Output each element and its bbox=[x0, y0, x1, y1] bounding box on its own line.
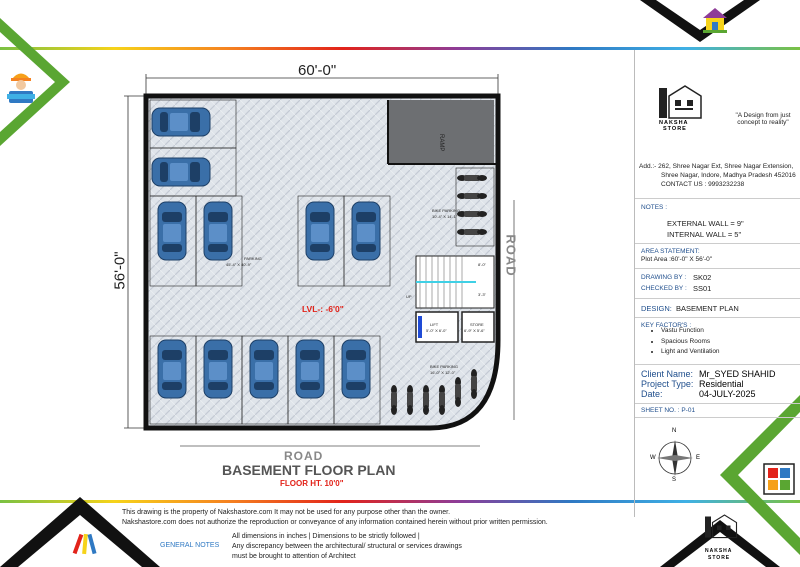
stair-dim-a: 8'-0" bbox=[478, 262, 487, 267]
drawn-by-value: SK02 bbox=[693, 273, 712, 282]
footer-brand-line1: NAKSHA bbox=[705, 548, 733, 554]
footer-property-notice: This drawing is the property of Nakshast… bbox=[122, 508, 548, 528]
address-label: Add.:- bbox=[639, 163, 657, 170]
design-tools-icon bbox=[763, 463, 795, 495]
general-note-3: must be brought to attention of Architec… bbox=[232, 553, 356, 560]
design-value: BASEMENT PLAN bbox=[676, 304, 739, 313]
footer-logo-icon bbox=[705, 514, 738, 539]
client-name-label: Client Name: bbox=[641, 369, 694, 379]
drawn-by-label: DRAWING BY : bbox=[641, 274, 687, 281]
project-type-label: Project Type: bbox=[641, 379, 694, 389]
key-factors-heading: KEY FACTOR'S : bbox=[641, 322, 692, 329]
notes-heading: NOTES : bbox=[641, 204, 668, 211]
lift-label: LIFT bbox=[430, 322, 439, 327]
top-color-rule bbox=[0, 47, 800, 50]
side-dimension: 56'-0" bbox=[111, 251, 129, 290]
top-dimension: 60'-0" bbox=[298, 62, 337, 79]
bottom-color-rule bbox=[0, 500, 800, 503]
sheet-number: SHEET NO. : P-01 bbox=[641, 407, 696, 414]
general-note-1: All dimensions in inches | Dimensions to… bbox=[232, 533, 420, 540]
bike-parking-bottom-label: BIKE PARKING bbox=[430, 364, 458, 369]
ramp-label: RAMP bbox=[438, 134, 444, 151]
lift-dim: 5'-0" X 6'-0" bbox=[426, 328, 447, 333]
bike-parking-bottom-dim: 16'-0" X 12'-0" bbox=[430, 370, 456, 375]
key-factors-list: Vastu Function Spacious Rooms Light and … bbox=[621, 326, 720, 358]
stair-up-label: UP bbox=[406, 294, 412, 299]
naksha-store-logo-icon bbox=[659, 85, 702, 119]
title-block: NAKSHA STORE "A Design from just concept… bbox=[634, 50, 800, 517]
pencils-icon bbox=[72, 533, 97, 555]
date-label: Date: bbox=[641, 389, 663, 399]
checked-by-label: CHECKED BY : bbox=[641, 285, 687, 292]
address-block: Add.:- 262, Shree Nagar Ext, Shree Nagar… bbox=[639, 162, 799, 189]
address-line2: Shree Nagar, Indore, Madhya Pradesh 4520… bbox=[661, 172, 796, 179]
compass-w: W bbox=[650, 455, 656, 461]
parking-dim: 45'-4" X 40'-9" bbox=[226, 262, 252, 267]
plan-title: BASEMENT FLOOR PLAN bbox=[222, 462, 396, 478]
area-value: Plot Area :60'-0" X 56'-0" bbox=[641, 256, 713, 263]
key-factor-item: Light and Ventilation bbox=[661, 347, 720, 358]
bike-parking-top-dim: 10'-4" X 14'-1" bbox=[432, 214, 458, 219]
north-compass-icon bbox=[657, 440, 693, 476]
client-name-value: Mr_SYED SHAHID bbox=[699, 369, 776, 379]
engineer-icon bbox=[7, 73, 35, 103]
compass-s: S bbox=[672, 477, 677, 483]
general-note-2: Any discrepancy between the architectura… bbox=[232, 543, 462, 550]
basement-floor-plan: RAMP BIKE PARKING 10'-4" X 14'-1" PARKIN… bbox=[124, 74, 515, 447]
footer-brand-line2: STORE bbox=[708, 555, 731, 561]
internal-wall-note: INTERNAL WALL = 5" bbox=[667, 230, 742, 239]
store-label: STORE bbox=[470, 322, 484, 327]
general-notes: All dimensions in inches | Dimensions to… bbox=[232, 532, 462, 562]
footer-property-line1: This drawing is the property of Nakshast… bbox=[122, 509, 451, 516]
house-icon bbox=[703, 8, 727, 33]
stair-dim-b: 3'-3" bbox=[478, 292, 487, 297]
address-line3: CONTACT US : 9993232238 bbox=[661, 181, 745, 188]
level-label: LVL-: -6'0" bbox=[302, 304, 344, 314]
date-value: 04-JULY-2025 bbox=[699, 389, 756, 399]
key-factor-item: Spacious Rooms bbox=[661, 337, 720, 348]
brand-tagline: "A Design from just concept to reality" bbox=[735, 112, 791, 126]
key-factor-item: Vastu Function bbox=[661, 326, 720, 337]
road-right-label: ROAD bbox=[503, 234, 519, 277]
client-block: Client Name: Mr_SYED SHAHID Project Type:… bbox=[641, 369, 776, 399]
store-dim: 6'-9" X 5'-6" bbox=[464, 328, 485, 333]
bike-parking-top-label: BIKE PARKING bbox=[432, 208, 460, 213]
footer-property-line2: Nakshastore.com does not authorize the r… bbox=[122, 519, 548, 526]
checked-by-value: SS01 bbox=[693, 284, 712, 293]
parking-label: PARKING bbox=[244, 256, 262, 261]
project-type-value: Residential bbox=[699, 379, 744, 389]
area-heading: AREA STATEMENT: bbox=[641, 248, 700, 255]
brand-name-line2: STORE bbox=[663, 126, 687, 132]
external-wall-note: EXTERNAL WALL = 9" bbox=[667, 219, 744, 228]
road-bottom-label: ROAD bbox=[284, 449, 324, 463]
compass-e: E bbox=[696, 455, 701, 461]
brand-name-line1: NAKSHA bbox=[659, 120, 689, 126]
address-line1: 262, Shree Nagar Ext, Shree Nagar Extens… bbox=[658, 163, 794, 170]
floor-height: FLOOR HT. 10'0" bbox=[280, 479, 344, 488]
compass-n: N bbox=[672, 428, 677, 434]
general-notes-label: GENERAL NOTES bbox=[160, 542, 220, 549]
design-label: DESIGN: bbox=[641, 304, 672, 313]
